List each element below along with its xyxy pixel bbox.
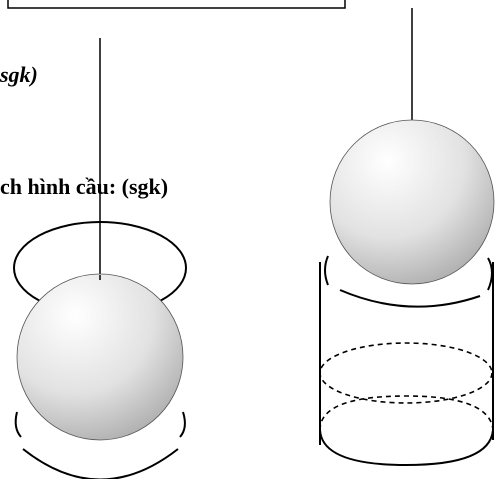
text-line-sphere-volume: ch hình cầu: (sgk)	[0, 174, 169, 199]
cylinder-bottom-back-dashed	[319, 395, 494, 431]
cylinder-top-back-right	[487, 257, 493, 291]
left-bottom-ring	[22, 448, 179, 479]
cylinder-top-back-left	[324, 255, 329, 286]
cylinder-top-front-arc	[339, 289, 481, 308]
cylinder-middle-dashed-ring	[319, 342, 493, 404]
right-sphere	[329, 119, 495, 285]
text-line-sgk: sgk)	[0, 62, 38, 87]
left-sphere	[16, 273, 184, 441]
cylinder-bottom-front	[319, 429, 494, 467]
text-box-frame	[7, 0, 346, 9]
left-ring-bottom-left	[14, 411, 22, 438]
left-ring-bottom-right	[179, 411, 186, 438]
